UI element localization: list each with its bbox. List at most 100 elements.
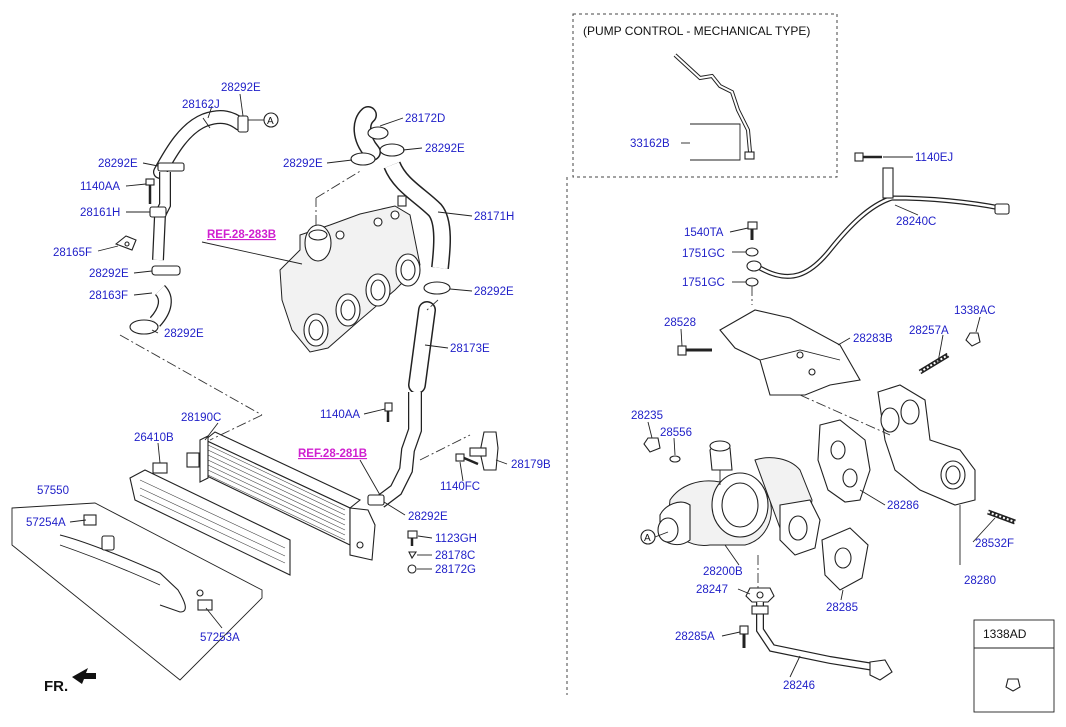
intercooler-air-guide xyxy=(129,469,291,576)
label-28235: 28235 xyxy=(631,410,663,422)
turbocharger-28200b[interactable] xyxy=(657,440,821,556)
hose-28173e[interactable] xyxy=(408,301,436,394)
label-1140ej: 1140EJ xyxy=(915,152,953,164)
nut-28235[interactable] xyxy=(643,437,661,453)
stud-28257a[interactable] xyxy=(918,352,950,375)
label-1140fc: 1140FC xyxy=(440,481,480,493)
label-28292e-top: 28292E xyxy=(221,82,261,94)
bolt-1140ej[interactable] xyxy=(854,152,882,162)
label-1751gc-b: 1751GC xyxy=(682,277,725,289)
label-28200b: 28200B xyxy=(703,566,743,578)
sensor-stud xyxy=(397,195,407,207)
label-28172g: 28172G xyxy=(435,564,476,576)
label-28285: 28285 xyxy=(826,602,858,614)
leader-lines xyxy=(69,93,996,678)
view-marker-a-lower-text: A xyxy=(644,533,651,544)
heat-shield-28283b[interactable] xyxy=(719,309,861,396)
label-28173e: 28173E xyxy=(450,343,490,355)
sensor-28190c-mount xyxy=(186,452,200,468)
label-1338ac: 1338AC xyxy=(954,305,996,317)
bolt-28528[interactable] xyxy=(677,345,712,356)
bolt-1540ta[interactable] xyxy=(747,221,758,240)
nut-1338ac[interactable] xyxy=(965,332,981,347)
label-28292e-g: 28292E xyxy=(408,511,448,523)
hose-clamp-28292e-g[interactable] xyxy=(367,494,385,506)
gasket-28286[interactable] xyxy=(817,419,871,503)
front-direction-arrow-icon xyxy=(72,668,96,684)
exhaust-manifold-28280[interactable] xyxy=(877,384,976,506)
label-1140aa-a: 1140AA xyxy=(80,181,120,193)
bolt-1140aa-a[interactable] xyxy=(145,178,155,204)
hose-28172d[interactable] xyxy=(353,106,389,161)
intake-manifold-ref xyxy=(279,205,421,353)
nut-1338ad-icon xyxy=(1005,678,1021,692)
gasket-1751gc-a[interactable] xyxy=(745,247,759,257)
label-28292e-a: 28292E xyxy=(98,158,138,170)
hose-clamp-28292e-b[interactable] xyxy=(151,265,181,276)
label-28178c: 28178C xyxy=(435,550,475,562)
label-28292e-e: 28292E xyxy=(425,143,465,155)
vacuum-pipe-33162b[interactable] xyxy=(673,53,755,160)
label-1123gh: 1123GH xyxy=(435,533,477,545)
label-28283b: 28283B xyxy=(853,333,893,345)
label-28257a: 28257A xyxy=(909,325,949,337)
label-33162b: 33162B xyxy=(630,138,670,150)
label-28556: 28556 xyxy=(660,427,692,439)
label-28163f: 28163F xyxy=(89,290,128,302)
banjo-fitting xyxy=(746,260,762,272)
label-28240c: 28240C xyxy=(896,216,936,228)
label-28247: 28247 xyxy=(696,584,728,596)
label-57253a: 57253A xyxy=(200,632,240,644)
label-28286: 28286 xyxy=(887,500,919,512)
gasket-28285[interactable] xyxy=(821,527,869,591)
hose-28163f[interactable] xyxy=(149,285,172,327)
intercooler-28190c[interactable] xyxy=(199,431,376,561)
intercooler-outlet-pipe[interactable] xyxy=(375,392,422,508)
label-28292e-b: 28292E xyxy=(89,268,129,280)
label-1540ta: 1540TA xyxy=(684,227,724,239)
label-28165f: 28165F xyxy=(53,247,92,259)
hose-clamp-28292e-e[interactable] xyxy=(379,143,405,157)
direction-label: FR. xyxy=(44,678,68,695)
label-28532f: 28532F xyxy=(975,538,1014,550)
hose-clamp-28292e-f[interactable] xyxy=(423,281,451,295)
label-28292e-d: 28292E xyxy=(283,158,323,170)
bolt-1123gh[interactable] xyxy=(407,530,418,546)
label-28280: 28280 xyxy=(964,575,996,587)
ref-label-exhaust-manifold[interactable]: REF.28-281B xyxy=(298,448,367,460)
label-28171h: 28171H xyxy=(474,211,514,223)
label-28292e-f: 28292E xyxy=(474,286,514,298)
oil-return-pipe-28246[interactable] xyxy=(751,602,893,681)
stud-28532f[interactable] xyxy=(987,509,1016,525)
label-28292e-c: 28292E xyxy=(164,328,204,340)
hose-clamp-28292e-top[interactable] xyxy=(237,115,249,133)
sensor-26410b[interactable] xyxy=(152,462,168,474)
label-28179b: 28179B xyxy=(511,459,551,471)
gasket-1751gc-b[interactable] xyxy=(745,277,759,287)
hose-clamp-28292e-a[interactable] xyxy=(157,162,185,172)
label-28162j: 28162J xyxy=(182,99,220,111)
intake-hose-28162j[interactable] xyxy=(153,110,247,179)
view-marker-a-upper-text: A xyxy=(267,116,274,127)
label-1140aa-b: 1140AA xyxy=(320,409,360,421)
label-28161h: 28161H xyxy=(80,207,120,219)
nut-28172g[interactable] xyxy=(407,564,417,574)
bolt-28285a[interactable] xyxy=(739,625,749,648)
hose-clamp-28292e-d[interactable] xyxy=(350,152,376,166)
legend-box-1338ad xyxy=(973,619,1055,713)
label-28172d: 28172D xyxy=(405,113,445,125)
gasket-28556[interactable] xyxy=(669,455,681,463)
ref-label-intake-manifold[interactable]: REF.28-283B xyxy=(207,229,276,241)
radiator-support-57550[interactable] xyxy=(59,514,213,613)
bracket-28179b[interactable] xyxy=(469,431,499,471)
legend-box-label: 1338AD xyxy=(983,627,1027,641)
hose-28171h[interactable] xyxy=(383,161,451,269)
clip-28178c[interactable] xyxy=(408,551,418,560)
bolt-1140fc[interactable] xyxy=(455,453,479,466)
oil-feed-pipe-28240c[interactable] xyxy=(758,167,1010,279)
label-28528: 28528 xyxy=(664,317,696,329)
hose-clamp-28292e-c[interactable] xyxy=(129,319,159,335)
bolt-1140aa-b[interactable] xyxy=(384,402,393,422)
gasket-28247[interactable] xyxy=(745,587,775,603)
